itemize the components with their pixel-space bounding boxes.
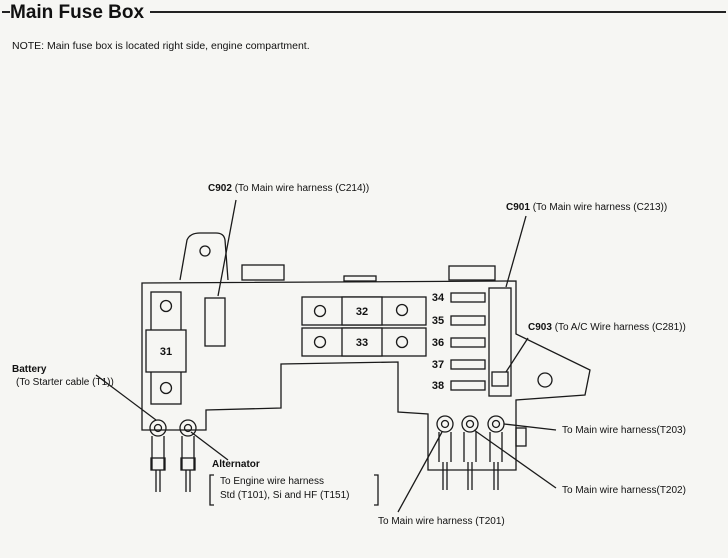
top-bump-right bbox=[448, 265, 496, 281]
fuse-38-slot bbox=[450, 380, 486, 391]
t201-terminal bbox=[436, 415, 454, 433]
fuse-38-label: 38 bbox=[432, 380, 444, 392]
alternator-terminal-bolt bbox=[183, 423, 193, 433]
fuse-31-body bbox=[145, 329, 187, 373]
t201-label: To Main wire harness (T201) bbox=[378, 516, 505, 527]
alternator-terminal bbox=[179, 419, 197, 437]
c901-leader bbox=[505, 215, 527, 288]
t203-label: To Main wire harness(T203) bbox=[562, 425, 686, 436]
c901-connector bbox=[488, 287, 512, 397]
t203-leader bbox=[503, 423, 557, 431]
alternator-bracket-right bbox=[374, 474, 379, 506]
battery-terminal-bolt bbox=[153, 423, 163, 433]
screw-33-left bbox=[313, 335, 327, 349]
c901-desc: (To Main wire harness (C213)) bbox=[532, 202, 668, 213]
c902-connector bbox=[204, 297, 226, 347]
c903-desc: (To A/C Wire harness (C281)) bbox=[554, 322, 686, 333]
fuse-32-body bbox=[341, 296, 383, 326]
c903-leader bbox=[505, 337, 529, 373]
screw-33-right bbox=[395, 335, 409, 349]
c902-label: C902 (To Main wire harness (C214)) bbox=[208, 183, 369, 194]
fuse-34-label: 34 bbox=[432, 292, 445, 304]
fuse-box-body bbox=[141, 280, 591, 471]
mount-tab-left bbox=[179, 232, 229, 281]
title-rule bbox=[2, 11, 726, 13]
fuse-36-label: 36 bbox=[432, 337, 444, 349]
c902-leader bbox=[217, 199, 237, 297]
fuse-37-label: 37 bbox=[432, 359, 444, 371]
t203-terminal bbox=[487, 415, 505, 433]
t201-leader bbox=[397, 431, 443, 513]
battery-terminal bbox=[149, 419, 167, 437]
t203-bolt bbox=[491, 419, 501, 429]
t202-cable bbox=[463, 432, 477, 490]
alternator-line2: Std (T101), Si and HF (T151) bbox=[220, 490, 350, 501]
side-bump bbox=[515, 427, 527, 447]
screw-31-top bbox=[159, 299, 173, 313]
c902-id: C902 bbox=[208, 183, 232, 194]
c901-id: C901 bbox=[506, 202, 530, 213]
fuse-33-body bbox=[341, 327, 383, 357]
c901-label: C901 (To Main wire harness (C213)) bbox=[506, 202, 667, 213]
c903-connector bbox=[491, 371, 509, 387]
page-title: Main Fuse Box bbox=[10, 2, 151, 24]
alternator-line1: To Engine wire harness bbox=[220, 476, 324, 487]
alternator-bracket-left bbox=[209, 474, 214, 506]
c903-label: C903 (To A/C Wire harness (C281)) bbox=[528, 322, 686, 333]
fuse-33-label: 33 bbox=[356, 337, 368, 349]
top-bump-left bbox=[241, 264, 285, 281]
fuse-35-label: 35 bbox=[432, 315, 444, 327]
note-text: NOTE: Main fuse box is located right sid… bbox=[12, 40, 310, 52]
battery-label: Battery bbox=[12, 364, 46, 375]
alternator-label: Alternator bbox=[212, 459, 260, 470]
t202-bolt bbox=[465, 419, 475, 429]
screw-32-right bbox=[395, 303, 409, 317]
t201-cable bbox=[438, 432, 452, 490]
battery-cable-boot bbox=[150, 457, 166, 471]
fuse-35-slot bbox=[450, 315, 486, 326]
screw-31-bottom bbox=[159, 381, 173, 395]
c903-id: C903 bbox=[528, 322, 552, 333]
fuse-34-slot bbox=[450, 292, 486, 303]
battery-leader bbox=[95, 374, 157, 421]
c902-desc: (To Main wire harness (C214)) bbox=[234, 183, 370, 194]
alternator-cable bbox=[181, 436, 195, 492]
top-bump-mid bbox=[343, 275, 377, 282]
battery-title: Battery bbox=[12, 364, 47, 375]
alternator-leader bbox=[190, 431, 229, 461]
battery-desc: (To Starter cable (T1)) bbox=[16, 377, 114, 388]
alternator-title: Alternator bbox=[212, 459, 260, 470]
t202-label: To Main wire harness(T202) bbox=[562, 485, 686, 496]
alternator-cable-boot bbox=[180, 457, 196, 471]
t202-leader bbox=[473, 429, 557, 489]
t203-cable bbox=[489, 432, 503, 490]
t202-terminal bbox=[461, 415, 479, 433]
mount-hole-right bbox=[537, 372, 553, 388]
t201-bolt bbox=[440, 419, 450, 429]
fuse-36-slot bbox=[450, 337, 486, 348]
fuse-32-label: 32 bbox=[356, 306, 368, 318]
screw-32-left bbox=[313, 304, 327, 318]
fuse-37-slot bbox=[450, 359, 486, 370]
fuse-31-label: 31 bbox=[160, 346, 172, 358]
battery-cable bbox=[151, 436, 165, 492]
mount-hole-left bbox=[199, 245, 211, 257]
